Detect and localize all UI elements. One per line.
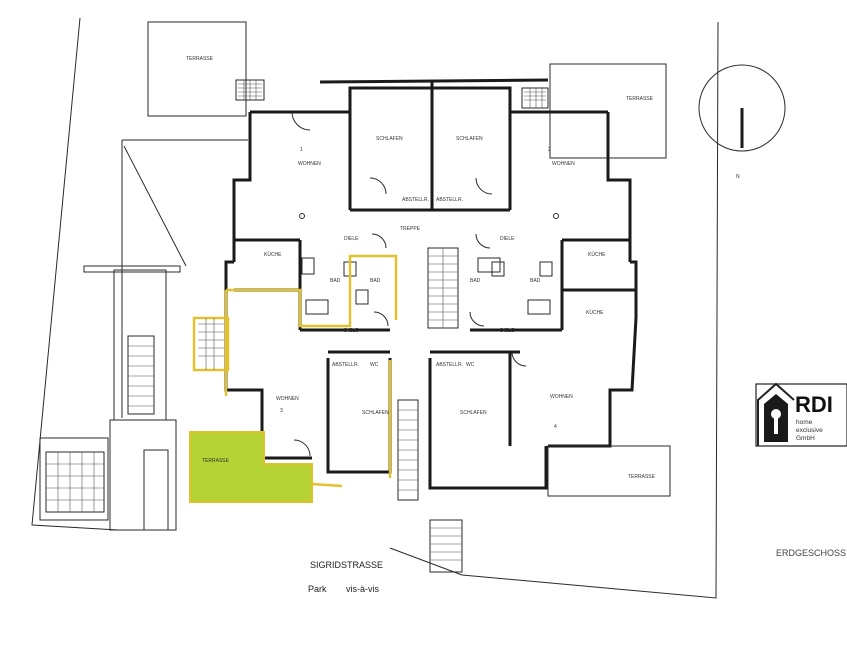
- north-compass: N: [698, 64, 786, 180]
- building-walls: [224, 78, 638, 490]
- svg-text:TERRASSE: TERRASSE: [202, 458, 230, 464]
- house-key-icon: [764, 394, 788, 442]
- svg-text:TREPPE: TREPPE: [400, 226, 421, 232]
- svg-text:N: N: [736, 174, 740, 180]
- svg-text:WC: WC: [466, 362, 475, 368]
- highlighted-unit-outline: [192, 254, 398, 488]
- svg-text:RDI: RDI: [795, 392, 833, 417]
- site-boundary: [31, 17, 719, 599]
- stair-core: TREPPE: [397, 226, 459, 501]
- svg-text:DIELE: DIELE: [500, 236, 515, 242]
- svg-text:ABSTELLR.: ABSTELLR.: [402, 197, 429, 203]
- company-logo: RDI home exclusive GmbH: [755, 382, 847, 447]
- svg-text:KÜCHE: KÜCHE: [264, 251, 282, 258]
- garage-area: [39, 139, 248, 531]
- terrace-top-left: TERRASSE: [147, 21, 265, 117]
- entrance-stairs: [429, 519, 463, 573]
- svg-text:DIELE: DIELE: [344, 236, 359, 242]
- svg-text:DIELE: DIELE: [500, 328, 515, 334]
- svg-text:WOHNEN: WOHNEN: [298, 161, 321, 167]
- svg-text:WC: WC: [370, 362, 379, 368]
- floor-label: ERDGESCHOSS: [776, 548, 846, 558]
- svg-text:KÜCHE: KÜCHE: [588, 251, 606, 258]
- svg-text:ABSTELLR.: ABSTELLR.: [436, 362, 463, 368]
- svg-text:SCHLAFEN: SCHLAFEN: [376, 136, 403, 142]
- svg-text:Park: Park: [308, 584, 327, 594]
- svg-text:SCHLAFEN: SCHLAFEN: [460, 410, 487, 416]
- svg-text:vis-à-vis: vis-à-vis: [346, 584, 379, 594]
- door-swings: [291, 111, 527, 457]
- svg-text:2: 2: [548, 147, 551, 153]
- svg-text:ABSTELLR.: ABSTELLR.: [332, 362, 359, 368]
- room-labels: SCHLAFEN SCHLAFEN WOHNEN WOHNEN 1 2 ABST…: [264, 136, 606, 430]
- svg-text:WOHNEN: WOHNEN: [550, 394, 573, 400]
- svg-text:TERRASSE: TERRASSE: [628, 474, 656, 480]
- svg-text:KÜCHE: KÜCHE: [586, 309, 604, 316]
- svg-text:BAD: BAD: [530, 278, 541, 284]
- bath-fixtures: [299, 213, 559, 315]
- svg-text:BAD: BAD: [470, 278, 481, 284]
- svg-text:4: 4: [554, 424, 557, 430]
- svg-text:GmbH: GmbH: [796, 435, 815, 442]
- svg-text:TERRASSE: TERRASSE: [626, 96, 654, 102]
- svg-text:3: 3: [280, 408, 283, 414]
- svg-text:BAD: BAD: [330, 278, 341, 284]
- svg-text:DIELE: DIELE: [344, 328, 359, 334]
- svg-text:BAD: BAD: [370, 278, 381, 284]
- svg-text:WOHNEN: WOHNEN: [276, 396, 299, 402]
- svg-text:SCHLAFEN: SCHLAFEN: [362, 410, 389, 416]
- terrace-bottom-right: TERRASSE: [547, 445, 671, 497]
- svg-text:1: 1: [300, 147, 303, 153]
- svg-text:ABSTELLR.: ABSTELLR.: [436, 197, 463, 203]
- svg-text:SCHLAFEN: SCHLAFEN: [456, 136, 483, 142]
- highlighted-terrace: TERRASSE: [189, 431, 313, 503]
- svg-text:WOHNEN: WOHNEN: [552, 161, 575, 167]
- svg-text:SIGRIDSTRASSE: SIGRIDSTRASSE: [310, 560, 383, 570]
- svg-text:TERRASSE: TERRASSE: [186, 56, 214, 62]
- svg-text:home: home: [796, 419, 813, 426]
- svg-text:exclusive: exclusive: [796, 427, 823, 434]
- street-label: SIGRIDSTRASSE Park vis-à-vis: [308, 560, 383, 594]
